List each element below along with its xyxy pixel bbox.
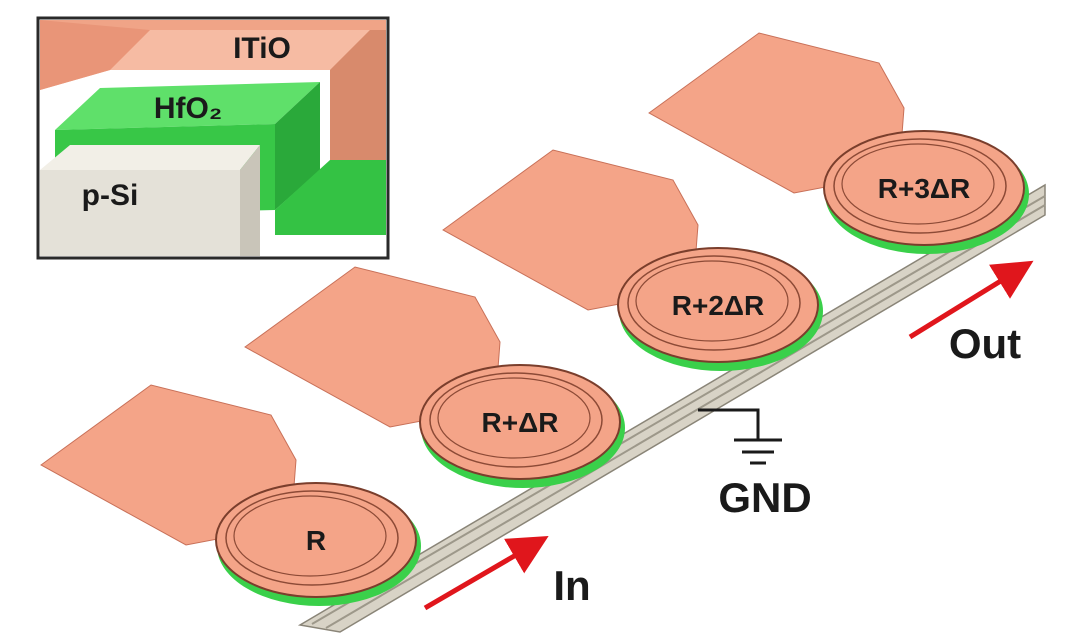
contact-pad <box>442 149 699 311</box>
hfo2-top-face <box>55 82 320 130</box>
psi-top-face <box>40 145 260 170</box>
psi-front-face <box>40 170 240 256</box>
ring-label: R+2ΔR <box>672 290 765 321</box>
ground-symbol <box>698 408 782 465</box>
output-label: Out <box>949 320 1021 367</box>
input-arrow <box>423 535 549 611</box>
gnd-label: GND <box>718 474 811 521</box>
ring-inner-groove <box>437 377 591 459</box>
psi-label: p-Si <box>82 179 139 212</box>
ring-device-1: R <box>40 384 421 606</box>
itio-top-face <box>110 30 370 70</box>
ring-device-4: R+3ΔR <box>648 32 1029 254</box>
itio-side-face <box>330 30 386 165</box>
ring-inner-groove <box>429 372 603 468</box>
ring-label: R+3ΔR <box>878 173 971 204</box>
ring-inner-groove <box>635 260 789 342</box>
contact-pad <box>648 32 905 194</box>
ring-inner-groove <box>841 143 995 225</box>
ring-devices: R R+ΔR R+2ΔR R+3ΔR <box>40 32 1029 606</box>
itio-label: ITiO <box>233 32 291 65</box>
ring-device-2: R+ΔR <box>244 266 625 488</box>
ring-inner-groove <box>233 495 387 577</box>
ring-inner-groove <box>627 255 801 351</box>
hfo2-label: HfO₂ <box>154 92 222 125</box>
ring-label: R <box>306 525 326 556</box>
material-stack-inset: ITiO HfO₂ p-Si <box>36 16 390 260</box>
output-arrow <box>908 260 1034 340</box>
ring-inner-groove <box>225 490 399 586</box>
input-label: In <box>553 562 590 609</box>
ring-label: R+ΔR <box>482 407 559 438</box>
contact-pad <box>40 384 297 546</box>
ring-device-3: R+2ΔR <box>442 149 823 371</box>
hfo2-lower-face <box>275 160 386 235</box>
contact-pad <box>244 266 501 428</box>
ring-inner-groove <box>833 138 1007 234</box>
